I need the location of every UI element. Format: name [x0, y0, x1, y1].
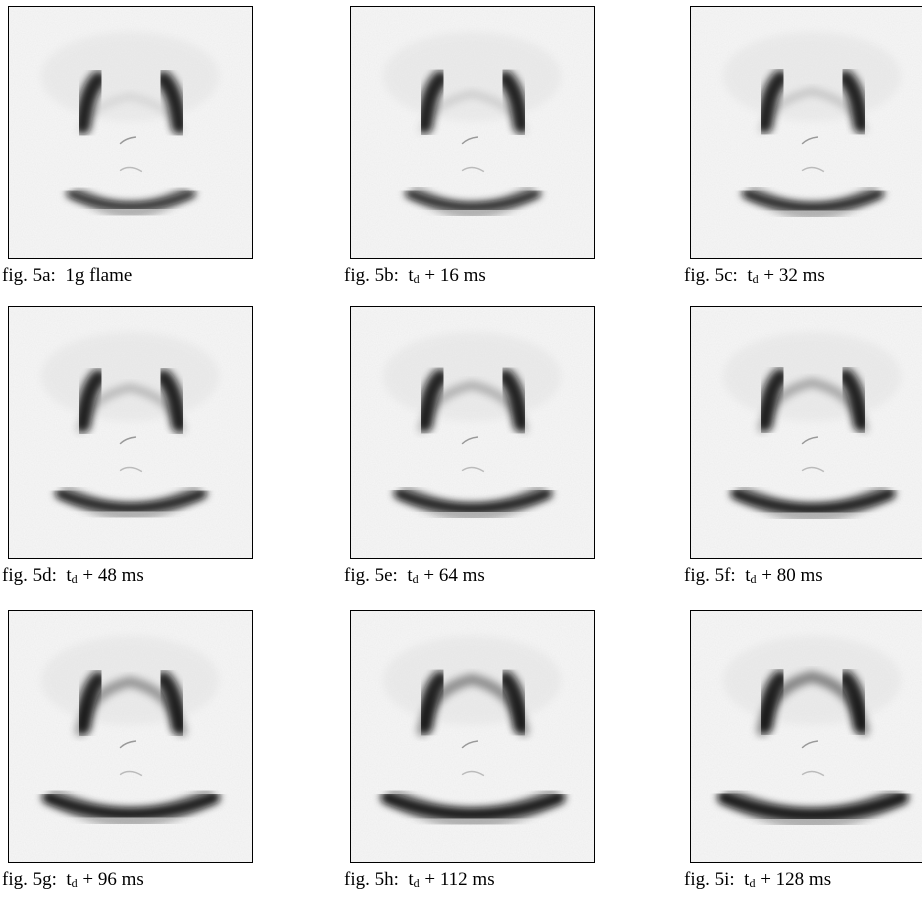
- flame-image: [690, 306, 922, 559]
- flame-svg: [691, 611, 922, 862]
- figure-caption: fig. 5d: td + 48 ms: [2, 565, 144, 587]
- caption-subscript: d: [750, 572, 757, 586]
- figure-label: fig. 5i:: [684, 869, 735, 890]
- caption-subscript: d: [752, 272, 759, 286]
- caption-time-offset: + 96 ms: [77, 869, 144, 890]
- caption-text: 1g flame: [65, 265, 133, 286]
- caption-time-offset: + 112 ms: [419, 869, 495, 890]
- flame-svg: [351, 611, 594, 862]
- figure-panel-5g: fig. 5g: td + 96 ms: [2, 610, 253, 893]
- figure-panel-5f: fig. 5f: td + 80 ms: [684, 306, 922, 589]
- flame-image: [8, 610, 253, 863]
- figure-caption: fig. 5h: td + 112 ms: [344, 869, 495, 891]
- caption-subscript: d: [71, 876, 78, 890]
- flame-image: [350, 6, 595, 259]
- caption-time-offset: + 16 ms: [419, 265, 486, 286]
- caption-variable: t: [744, 869, 750, 890]
- figure-panel-5a: fig. 5a: 1g flame: [2, 6, 253, 289]
- figure-caption: fig. 5f: td + 80 ms: [684, 565, 823, 587]
- flame-svg: [691, 307, 922, 558]
- caption-variable: t: [66, 565, 72, 586]
- figure-label: fig. 5e:: [344, 565, 398, 586]
- flame-image: [350, 610, 595, 863]
- caption-subscript: d: [413, 272, 420, 286]
- figure-label: fig. 5f:: [684, 565, 736, 586]
- caption-variable: t: [747, 265, 753, 286]
- figure-label: fig. 5h:: [344, 869, 399, 890]
- caption-time-offset: + 64 ms: [418, 565, 485, 586]
- flame-image: [8, 6, 253, 259]
- flame-image: [8, 306, 253, 559]
- caption-variable: t: [407, 565, 413, 586]
- figure-caption: fig. 5e: td + 64 ms: [344, 565, 485, 587]
- figure-caption: fig. 5g: td + 96 ms: [2, 869, 144, 891]
- caption-variable: t: [408, 265, 414, 286]
- flame-image: [350, 306, 595, 559]
- figure-caption: fig. 5a: 1g flame: [2, 265, 132, 287]
- flame-image: [690, 610, 922, 863]
- figure-panel-5h: fig. 5h: td + 112 ms: [344, 610, 595, 893]
- caption-time-offset: + 48 ms: [77, 565, 144, 586]
- flame-svg: [351, 307, 594, 558]
- caption-variable: t: [408, 869, 414, 890]
- caption-subscript: d: [749, 876, 756, 890]
- flame-svg: [691, 7, 922, 258]
- figure-panel-5i: fig. 5i: td + 128 ms: [684, 610, 922, 893]
- flame-image: [690, 6, 922, 259]
- figure-caption: fig. 5i: td + 128 ms: [684, 869, 831, 891]
- flame-svg: [9, 611, 252, 862]
- figure-label: fig. 5d:: [2, 565, 57, 586]
- caption-subscript: d: [71, 572, 78, 586]
- caption-variable: t: [66, 869, 72, 890]
- figure-label: fig. 5g:: [2, 869, 57, 890]
- flame-svg: [9, 7, 252, 258]
- figure-label: fig. 5c:: [684, 265, 738, 286]
- caption-subscript: d: [412, 572, 419, 586]
- caption-time-offset: + 80 ms: [756, 565, 823, 586]
- caption-subscript: d: [413, 876, 420, 890]
- figure-label: fig. 5b:: [344, 265, 399, 286]
- caption-time-offset: + 128 ms: [755, 869, 832, 890]
- figure-panel-5e: fig. 5e: td + 64 ms: [344, 306, 595, 589]
- caption-time-offset: + 32 ms: [758, 265, 825, 286]
- figure-panel-5d: fig. 5d: td + 48 ms: [2, 306, 253, 589]
- figure-caption: fig. 5b: td + 16 ms: [344, 265, 486, 287]
- flame-svg: [351, 7, 594, 258]
- caption-variable: t: [745, 565, 751, 586]
- figure-panel-5c: fig. 5c: td + 32 ms: [684, 6, 922, 289]
- figure-panel-5b: fig. 5b: td + 16 ms: [344, 6, 595, 289]
- flame-svg: [9, 307, 252, 558]
- figure-label: fig. 5a:: [2, 265, 56, 286]
- figure-caption: fig. 5c: td + 32 ms: [684, 265, 825, 287]
